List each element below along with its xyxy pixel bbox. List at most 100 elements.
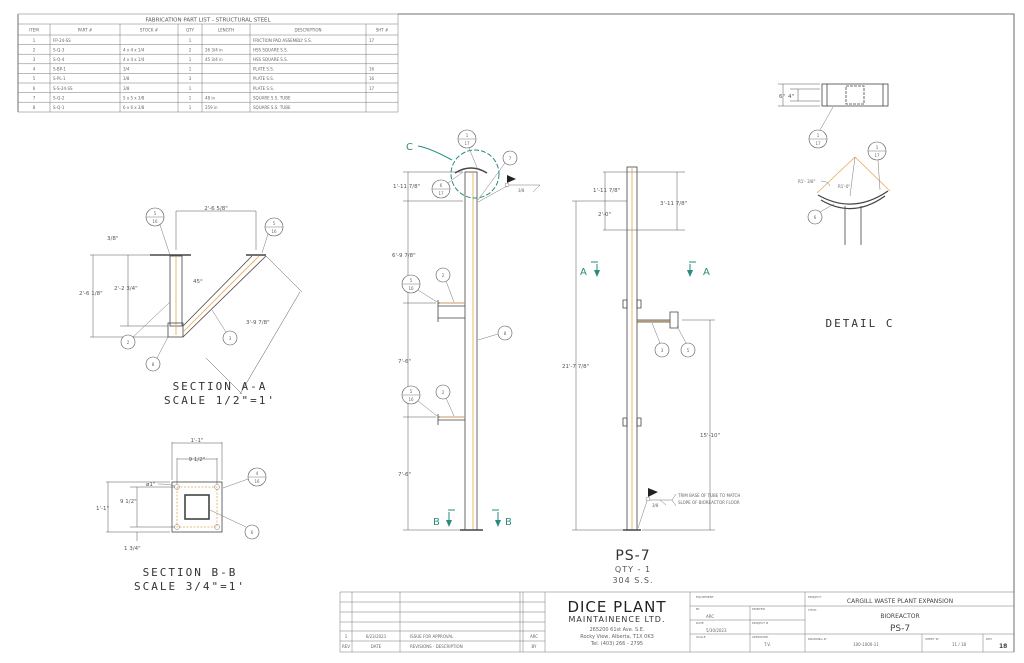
table-cell: 8: [33, 105, 36, 110]
item-balloon: 3: [654, 342, 670, 358]
svg-text:1'-1": 1'-1": [96, 506, 109, 512]
svg-text:6/23/2021: 6/23/2021: [366, 634, 387, 639]
svg-text:5: 5: [154, 211, 157, 216]
elevation-right-view: 1'-11 7/8" 2'-0" 3'-11 7/8" 21'-7 7/8" 1…: [562, 166, 740, 585]
table-cell: 26 3/4 in: [205, 47, 223, 52]
svg-text:5/30/2023: 5/30/2023: [706, 628, 727, 633]
table-cell: 16: [369, 67, 375, 72]
column-header: LENGTH: [218, 28, 234, 33]
svg-text:T.V.: T.V.: [763, 642, 771, 647]
detail-c-title: DETAIL C: [826, 317, 895, 330]
drawing-number: 100-1000-11: [853, 642, 879, 647]
weld-balloon: 4 16: [247, 467, 267, 487]
detail-balloon: 617: [431, 179, 451, 199]
svg-text:DRAWING #:: DRAWING #:: [808, 637, 827, 641]
svg-text:17: 17: [815, 141, 821, 146]
table-cell: 7: [33, 95, 36, 100]
svg-text:EQUIPMENT: EQUIPMENT: [696, 595, 714, 599]
section-mark-b: B: [433, 517, 440, 528]
svg-text:16: 16: [254, 479, 260, 484]
svg-text:ISSUE FOR APPROVAL: ISSUE FOR APPROVAL: [410, 634, 454, 639]
svg-text:17: 17: [438, 191, 444, 196]
trim-note: TRIM BASE OF TUBE TO MATCH: [677, 493, 740, 498]
company-name-2: MAINTAINENCE LTD.: [569, 615, 666, 624]
weld-balloon: 5 16: [264, 217, 284, 237]
svg-text:REV: REV: [342, 644, 350, 649]
drawing-title: BIOREACTOR: [880, 613, 919, 620]
elevation-left-view: C 1'-11 7/8" 6'-9 7/8" 7'-6" 7'-6" 117 6…: [392, 129, 541, 531]
svg-text:4: 4: [256, 471, 259, 476]
svg-text:16: 16: [271, 229, 277, 234]
table-cell: 2: [189, 47, 192, 52]
table-cell: 1: [189, 67, 192, 72]
svg-text:SHEET #:: SHEET #:: [925, 637, 939, 641]
svg-text:21'-7 7/8": 21'-7 7/8": [562, 364, 589, 370]
svg-text:DATE: DATE: [371, 644, 382, 649]
section-aa-title: SECTION A-A: [173, 380, 268, 393]
table-cell: 1: [189, 86, 192, 91]
item-balloon: 8: [145, 356, 161, 372]
svg-text:6'-9 7/8": 6'-9 7/8": [392, 253, 416, 259]
svg-text:2'-2 3/4": 2'-2 3/4": [114, 286, 138, 292]
table-cell: 4 x 4 x 1/4: [123, 47, 145, 52]
svg-text:3: 3: [661, 348, 664, 353]
svg-text:R1'-0": R1'-0": [838, 184, 850, 189]
table-cell: S-Q-2: [53, 95, 65, 100]
svg-text:5: 5: [273, 221, 276, 226]
table-cell: 6 x 6 x 3/8: [123, 105, 145, 110]
table-cell: 3/8: [123, 86, 130, 91]
svg-text:ARC: ARC: [706, 614, 714, 619]
svg-text:1: 1: [466, 133, 469, 138]
part-list-title: FABRICATION PART LIST - STRUCTURAL STEEL: [145, 18, 271, 24]
svg-text:5: 5: [410, 278, 413, 283]
table-cell: S-Q-3: [53, 47, 65, 52]
part-name: PS-7: [615, 548, 650, 564]
table-cell: 3/4: [123, 67, 130, 72]
svg-text:ø1": ø1": [146, 482, 155, 488]
table-cell: S-Q-4: [53, 57, 65, 62]
table-cell: S-BP-1: [53, 67, 66, 72]
weld-balloon: 516: [145, 207, 165, 227]
title-block: 1 6/23/2021 ISSUE FOR APPROVAL ARC REV D…: [339, 591, 1015, 653]
column-header: QTY: [186, 28, 195, 33]
svg-text:15'-10": 15'-10": [700, 433, 720, 439]
item-balloon: 2: [435, 267, 451, 283]
svg-text:R1'- 3/8": R1'- 3/8": [798, 179, 816, 184]
weld-balloon: 516: [401, 385, 421, 405]
item-balloon: 2: [435, 384, 451, 400]
section-mark-a: A: [703, 267, 710, 278]
svg-text:TITLE:: TITLE:: [807, 608, 817, 612]
svg-text:8: 8: [152, 362, 155, 367]
company-name: DICE PLANT: [567, 598, 666, 616]
section-aa-scale: SCALE 1/2"=1': [164, 394, 276, 407]
table-cell: 1: [33, 38, 36, 43]
svg-text:3/8": 3/8": [107, 236, 118, 242]
svg-text:3/8: 3/8: [518, 188, 525, 193]
svg-text:9 1/2": 9 1/2": [189, 457, 206, 463]
drawing-subtitle: PS-7: [890, 624, 910, 634]
project-name: CARGILL WASTE PLANT EXPANSION: [847, 598, 953, 605]
table-cell: 16: [369, 76, 375, 81]
table-cell: 6: [33, 86, 36, 91]
part-list-table: FABRICATION PART LIST - STRUCTURAL STEEL…: [17, 13, 399, 113]
svg-text:3'-9 7/8": 3'-9 7/8": [246, 320, 270, 326]
table-cell: SQUARE S.S. TUBE: [253, 105, 291, 110]
table-cell: SQUARE S.S. TUBE: [253, 95, 291, 100]
column-header: DESCRIPTION: [294, 28, 321, 33]
svg-text:DATE: DATE: [696, 621, 704, 625]
svg-text:REV: REV: [986, 637, 993, 641]
table-cell: 2: [33, 47, 36, 52]
item-balloon: 7: [502, 150, 518, 166]
section-aa-view: 2'-6 5/8" 3/8" 2'-6 1/8" 2'-2 3/4" 45° 3…: [79, 206, 303, 407]
detail-balloon: 117: [457, 129, 477, 149]
item-balloon: 6: [807, 209, 823, 225]
section-mark-b: B: [505, 517, 512, 528]
weld-flag-icon: [648, 488, 658, 497]
svg-text:1: 1: [817, 133, 820, 138]
detail-balloon: 117: [867, 141, 887, 161]
svg-text:2'-6 5/8": 2'-6 5/8": [204, 206, 228, 212]
item-balloon: 8: [497, 325, 513, 341]
svg-text:2: 2: [127, 340, 130, 345]
svg-text:5: 5: [687, 348, 690, 353]
